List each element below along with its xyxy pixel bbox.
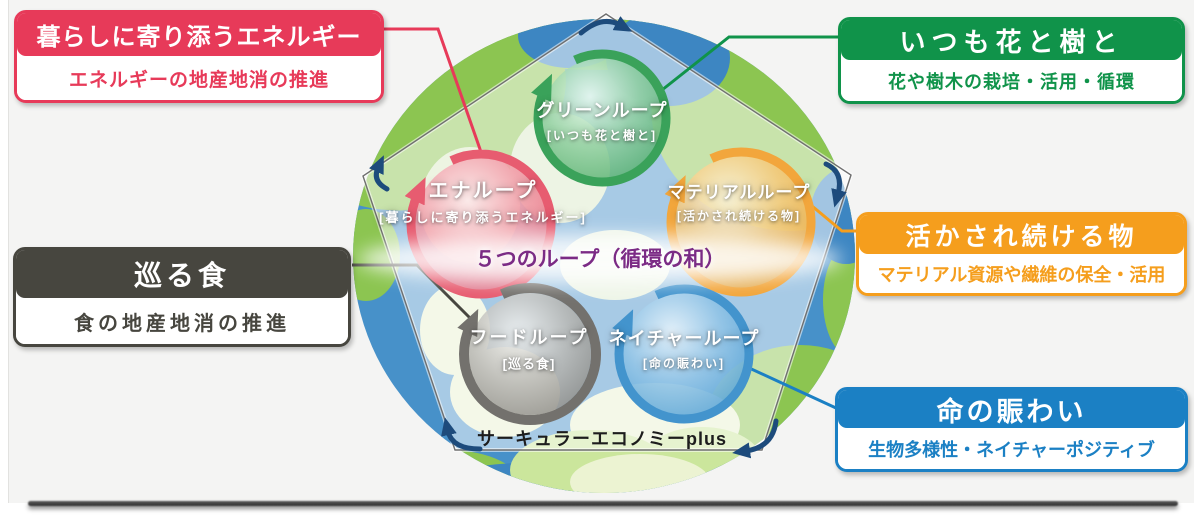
- flow-arrow-left-icon: [369, 155, 390, 192]
- loop-tagline: [巡る食]: [502, 356, 556, 372]
- loop-name: グリーンループ: [536, 100, 668, 121]
- callout-title: 巡る食: [16, 250, 348, 298]
- callout-subtitle: 食の地産地消の推進: [16, 298, 348, 344]
- loop-label-nature: ネイチャーループ [命の賑わい]: [609, 325, 760, 372]
- center-glow-band: [358, 235, 842, 283]
- callout-subtitle: 花や樹木の栽培・活用・循環: [841, 60, 1182, 101]
- callout-title: 命の賑わい: [838, 390, 1185, 428]
- connector-green: [661, 35, 838, 92]
- flow-arrow-bottom-right-icon: [732, 418, 779, 459]
- card-bottom-shadow: [28, 501, 1178, 506]
- callout-green: いつも花と樹と 花や樹木の栽培・活用・循環: [838, 17, 1185, 104]
- callout-energy: 暮らしに寄り添うエネルギー エネルギーの地産地消の推進: [14, 10, 384, 103]
- loop-name: マテリアルループ: [667, 183, 811, 202]
- callout-material: 活かされ続ける物 マテリアル資源や繊維の保全・活用: [856, 212, 1187, 296]
- loop-name: フードループ: [469, 327, 589, 348]
- food-loop-icon: [457, 283, 601, 425]
- connector-nature: [746, 365, 837, 410]
- footer-title: サーキュラーエコノミーplus: [476, 429, 728, 449]
- loop-label-ena: エナループ [暮らしに寄り添うエネルギー]: [379, 174, 587, 226]
- green-loop-icon: [531, 49, 671, 187]
- flow-arrows: [369, 16, 847, 459]
- connector-energy: [384, 27, 483, 153]
- loop-name: エナループ: [428, 180, 538, 202]
- loop-name: ネイチャーループ: [608, 328, 760, 349]
- loop-label-green: グリーンループ [いつも花と樹と]: [536, 97, 667, 144]
- callout-subtitle: エネルギーの地産地消の推進: [17, 56, 381, 100]
- callout-nature: 命の賑わい 生物多様性・ネイチャーポジティブ: [835, 387, 1188, 472]
- loop-label-material: マテリアルループ [活かされ続ける物]: [668, 178, 811, 224]
- callout-subtitle: 生物多様性・ネイチャーポジティブ: [838, 428, 1185, 469]
- loop-tagline: [命の賑わい]: [643, 356, 725, 371]
- callout-food: 巡る食 食の地産地消の推進: [13, 247, 351, 347]
- flow-arrow-right-icon: [823, 161, 847, 208]
- callout-title: いつも花と樹と: [841, 20, 1182, 60]
- loop-tagline: [いつも花と樹と]: [547, 128, 657, 143]
- flow-arrow-top-icon: [578, 16, 633, 36]
- loop-tagline: [活かされ続ける物]: [677, 209, 801, 223]
- nature-loop-icon: [612, 284, 754, 424]
- loop-label-food: フードループ [巡る食]: [470, 324, 589, 373]
- callout-title: 活かされ続ける物: [859, 215, 1184, 254]
- loop-tagline: [暮らしに寄り添うエネルギー]: [379, 210, 587, 225]
- flow-arrow-bottom-left-icon: [441, 417, 483, 452]
- center-title: ５つのループ（循環の和）: [474, 248, 726, 271]
- callout-subtitle: マテリアル資源や繊維の保全・活用: [859, 254, 1184, 293]
- callout-title: 暮らしに寄り添うエネルギー: [17, 13, 381, 56]
